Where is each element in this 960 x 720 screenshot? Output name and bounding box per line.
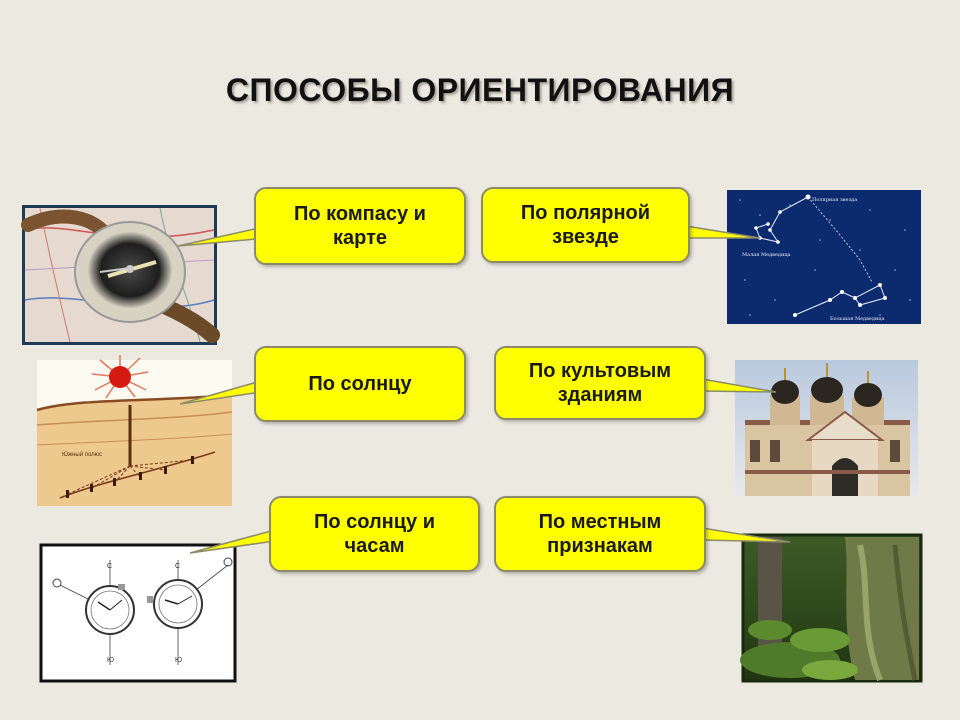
method-local-signs-label: По местным признакам xyxy=(538,511,662,557)
watch-north-label-right: С xyxy=(175,563,180,570)
method-church-label: По культовым зданиям xyxy=(528,360,672,406)
method-compass-map-label: По компасу и карте xyxy=(294,203,426,249)
method-local-signs-bubble[interactable]: По местным признакам xyxy=(494,496,706,572)
watch-south-label-right: Ю xyxy=(175,657,182,664)
watch-south-label-left: Ю xyxy=(107,657,114,664)
forest-image xyxy=(740,533,923,683)
method-polar-star-bubble[interactable]: По полярной звезде xyxy=(481,187,690,263)
sun-watch-image: С Ю С Ю xyxy=(39,543,237,683)
method-compass-map-bubble[interactable]: По компасу и карте xyxy=(254,187,466,265)
slide-title: СПОСОБЫ ОРИЕНТИРОВАНИЯ xyxy=(225,72,735,108)
polar-star-image: Полярная звезда Малая Медведица Большая … xyxy=(727,190,921,324)
church-image xyxy=(735,360,918,496)
sun-shadow-image: Южный полюс xyxy=(36,355,233,506)
big-bear-caption: Большая Медведица xyxy=(830,316,885,322)
small-bear-caption: Малая Медведица xyxy=(742,252,791,258)
watch-north-label-left: С xyxy=(107,563,112,570)
method-church-bubble[interactable]: По культовым зданиям xyxy=(494,346,706,420)
compass-map-image xyxy=(21,205,220,345)
method-sun-watch-bubble[interactable]: По солнцу и часам xyxy=(269,496,480,572)
method-sun-bubble[interactable]: По солнцу xyxy=(254,346,466,422)
method-polar-star-label: По полярной звезде xyxy=(520,202,651,248)
sun-diagram-caption: Южный полюс xyxy=(62,451,102,458)
method-sun-watch-label: По солнцу и часам xyxy=(313,511,436,557)
method-sun-label: По солнцу xyxy=(308,373,412,395)
polar-star-caption: Полярная звезда xyxy=(812,197,857,203)
